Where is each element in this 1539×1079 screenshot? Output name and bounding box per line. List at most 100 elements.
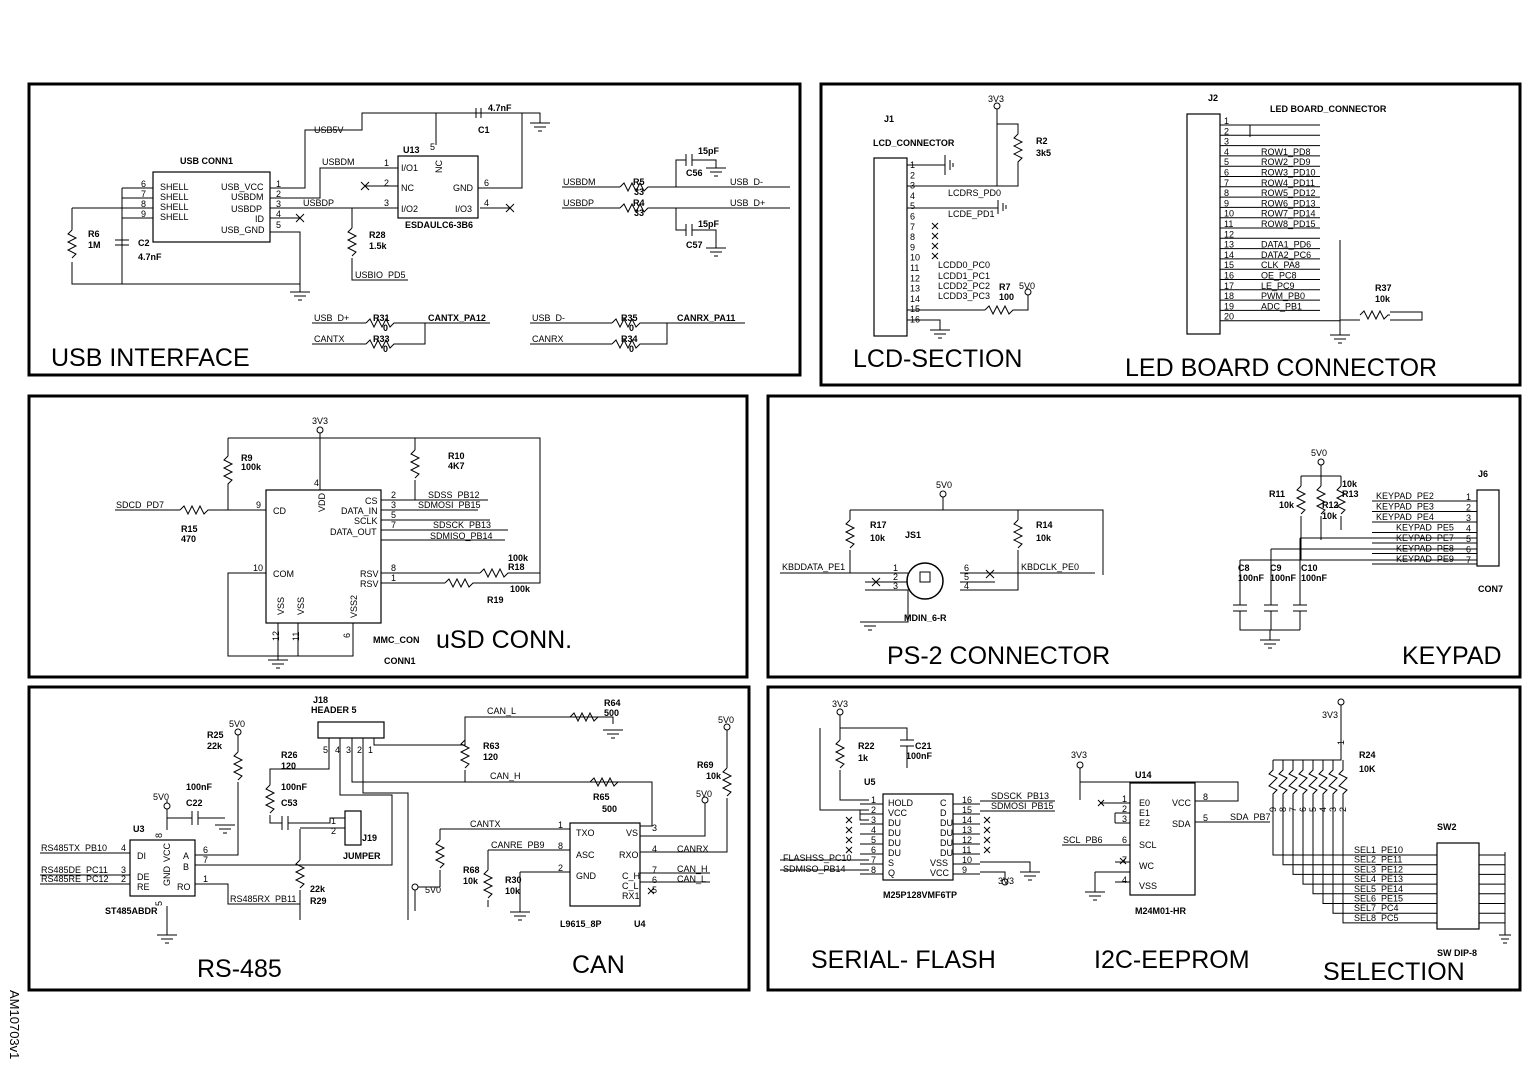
u5-pinnum: 3 [871,815,876,825]
selection-line [1268,760,1505,856]
led-pinnum: 13 [1224,240,1234,250]
c53-value: 100nF [281,782,308,792]
ps2-pinnum: 2 [893,572,898,582]
ps2-section-title: PS-2 CONNECTOR [887,642,1110,670]
r34-value: 0 [629,344,634,354]
can-mux-wires [312,322,745,345]
conn1-ref: CONN1 [384,656,416,666]
u5-chip [882,793,954,881]
i2c-eeprom-section: I2C-EEPROM 3V3 U14 E0 E1 E2 SCL WC VSS 1… [1062,750,1271,974]
u3-pinnum: 7 [203,855,208,865]
c21-label: C21 [915,741,932,751]
usb-series-wires [562,159,790,248]
u14-pinnum: 3 [1122,814,1127,824]
c8-label: C8 [1238,563,1250,573]
u14-ref: U14 [1135,770,1152,780]
keypad-pinnum: 4 [1466,524,1471,534]
r65-value: 500 [602,804,617,814]
mmc-pinnum: 3 [391,500,396,510]
header-pin: 5 [323,745,328,755]
usb-conn-pinnum: 8 [141,199,146,209]
r28-value: 1.5k [369,241,388,251]
rn-pinnum: 4 [1318,807,1328,812]
r64-label: R64 [604,698,621,708]
v3v3-label: 3V3 [998,876,1014,886]
ground-icon [1499,852,1511,944]
r65-resistor [589,776,620,788]
led-connector-ref: LED BOARD_CONNECTOR [1270,104,1387,114]
r64-value: 500 [604,708,619,718]
ps2-pinnum: 3 [893,581,898,591]
led-pinnum: 16 [1224,271,1234,281]
sw2-ref: SW2 [1437,822,1457,832]
u14-pinnum: 1 [1122,794,1127,804]
flash-section-title: SERIAL- FLASH [811,946,996,974]
sw2-dip-switch [1436,842,1480,930]
lcde-net: LCDE_PD1 [948,209,995,219]
c1-value: 4.7nF [488,103,512,113]
r9-resistor [222,455,234,486]
r24-label: R24 [1359,750,1376,760]
keypad-net-label: KEYPAD_PE9 [1396,554,1454,564]
ps2-wires [780,497,1104,623]
u3-pinnum: 5 [154,901,164,906]
u5-pinnum: 5 [871,835,876,845]
u14-pin-e2: E2 [1139,818,1150,828]
r34-resistor [611,338,642,350]
c22-label: C22 [186,798,203,808]
mmc-pinnum: 7 [391,520,396,530]
mmc-pinnum: 2 [391,490,396,500]
u5-pinnum: 15 [962,805,972,815]
ps2-section: PS-2 CONNECTOR 5V0 R17 10k R14 10k JS1 K… [780,480,1110,670]
v3v3-terminal-icon [836,708,844,716]
r2-resistor [1012,133,1024,172]
sdsck-net: SDSCK_PB13 [433,520,491,530]
lcd-connector-ref: LCD_CONNECTOR [873,138,955,148]
sdsck-net: SDSCK_PB13 [991,791,1049,801]
u5-pin-label: C [940,798,947,808]
ground-icon [1020,871,1040,881]
led-pinnum: 17 [1224,281,1234,291]
led-net-label: PWM_PB0 [1261,291,1305,301]
c53-capacitor [281,816,289,830]
c22-value: 100nF [186,782,213,792]
flash-wires [780,715,1055,880]
v5v0-terminal-icon [701,796,709,804]
ps2-pinnum: 4 [964,581,969,591]
r69-resistor [721,767,733,797]
selection-net-label: SEL5_PE14 [1354,884,1403,894]
r6-resistor [66,229,78,259]
u3-pin-a: A [183,851,189,861]
lcd-section-title: LCD-SECTION [853,345,1022,373]
r25-resistor [232,751,244,781]
r22-resistor [834,739,846,769]
rn-pinnum: 3 [1328,807,1338,812]
r30-resistor [482,869,494,899]
r35-value: 0 [629,323,634,333]
u5-pinnum: 2 [871,805,876,815]
canrx-net: CANRX [677,844,709,854]
u5-pinnum: 9 [962,865,967,875]
u14-pin-wc: WC [1139,861,1154,871]
c21-value: 100nF [906,751,933,761]
c8-value: 100nF [1238,573,1265,583]
u5-pinnum: 14 [962,815,972,825]
keypad-pinnum: 3 [1466,513,1471,523]
rs485-connector-j19 [344,810,362,846]
lcd-wires [907,108,1029,330]
mini-din-key [919,571,931,583]
rs485rx-net: RS485RX_PB11 [230,894,296,904]
u5-pin-label: HOLD [888,798,914,808]
usb-section-title: USB INTERFACE [51,344,250,372]
r33-resistor [365,338,396,350]
u13-pin: NC [401,183,414,193]
selection-line [1288,760,1505,875]
u14-chip [1129,782,1196,896]
c2-capacitor [115,218,129,284]
v5v0-label: 5V0 [1019,281,1035,291]
eeprom-wires [1062,768,1270,892]
keypad-pinnum: 5 [1466,534,1471,544]
canrx-pa11-net: CANRX_PA11 [677,313,735,323]
u4-pin-cl: C_L [622,881,639,891]
